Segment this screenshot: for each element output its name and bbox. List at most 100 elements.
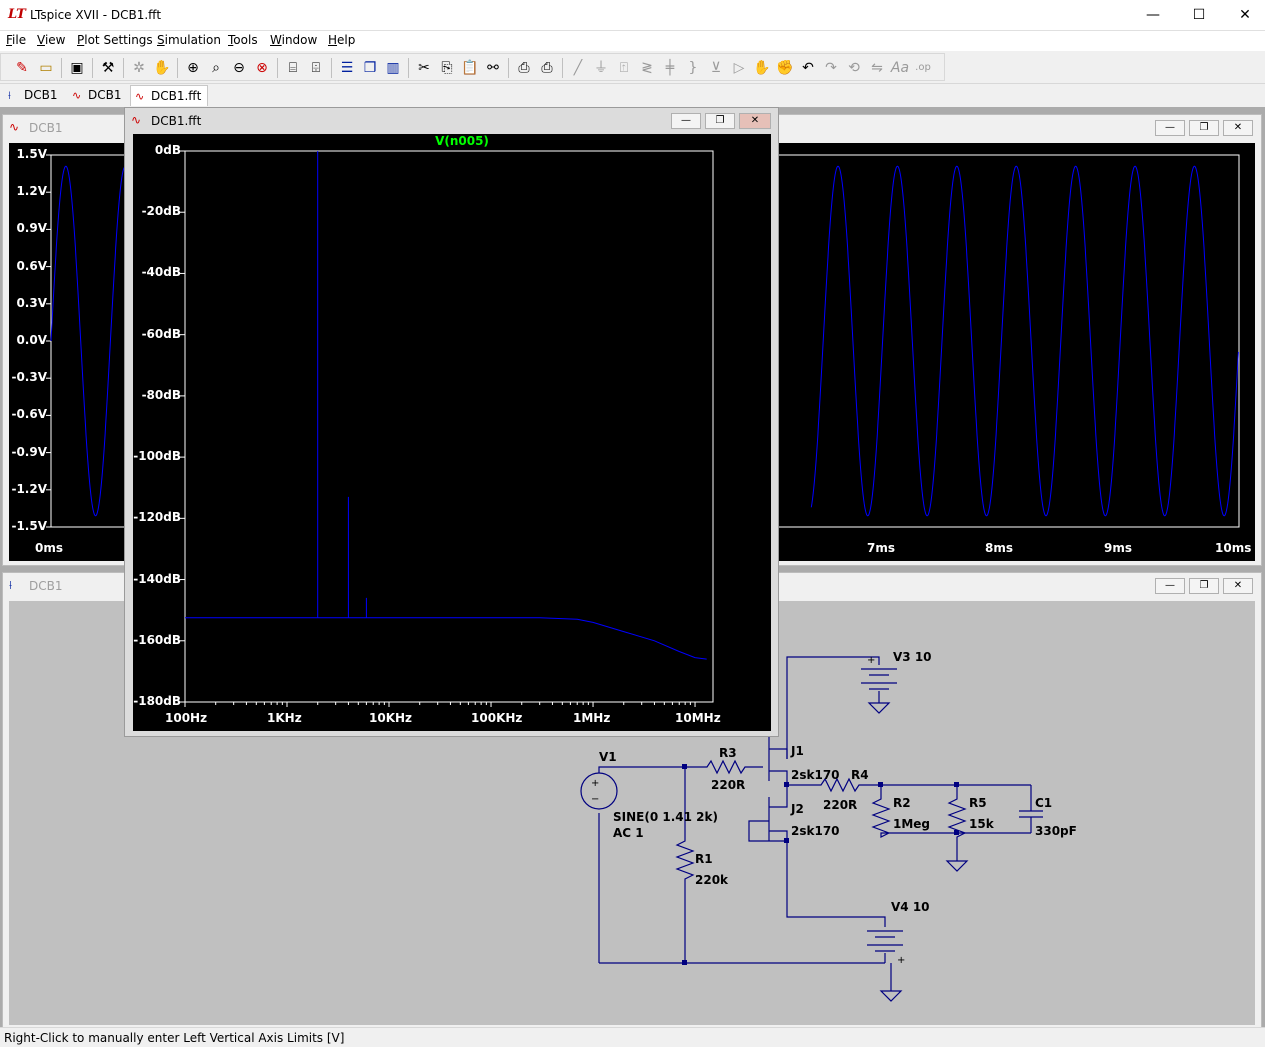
x-tick-8ms: 8ms [985, 541, 1013, 555]
window-caption[interactable]: ∿ DCB1.fft — ❐ ✕ [125, 108, 778, 134]
r4-value: 220R [823, 798, 857, 812]
cut-icon[interactable]: ✂ [418, 60, 430, 76]
schematic-icon: ⟊ [8, 89, 11, 102]
open-icon[interactable]: ▭ [39, 60, 53, 76]
fft-plot-window[interactable]: ∿ DCB1.fft — ❐ ✕ V(n005) 0dB-20dB-40dB-6… [124, 107, 779, 737]
zoom-area-icon[interactable]: ⌕ [212, 60, 220, 76]
y-tick-label: -1.2V [11, 481, 47, 496]
maximize-button[interactable]: ☐ [1192, 7, 1206, 23]
print-icon[interactable]: ⎙ [541, 60, 553, 76]
window-caption[interactable]: ∿ DCB1 — ❐ ✕ [3, 115, 1261, 141]
close-button[interactable]: ✕ [739, 113, 771, 129]
zoom-fit-icon[interactable]: ⊗ [256, 60, 268, 76]
minimize-button[interactable]: — [1155, 120, 1185, 136]
save-icon[interactable]: ▣ [70, 60, 84, 76]
minimize-button[interactable]: — [1155, 578, 1185, 594]
redo-icon[interactable]: ↷ [825, 60, 837, 76]
y-tick-label: 0.0V [16, 333, 47, 347]
capacitor-icon[interactable]: ╪ [665, 60, 675, 76]
restore-button[interactable]: ❐ [1189, 120, 1219, 136]
resistor-icon[interactable]: ≷ [641, 60, 653, 76]
component-icon[interactable]: ▷ [733, 60, 745, 76]
y-tick-label: -60dB [141, 326, 181, 341]
zoom-out-icon[interactable]: ⊖ [233, 60, 245, 76]
find-icon[interactable]: ⚯ [487, 60, 499, 76]
ground-icon[interactable]: ⏚ [594, 60, 608, 76]
minimize-button[interactable]: — [1146, 7, 1160, 23]
tab-bar: ⟊DCB1 ∿DCB1 ∿DCB1.fft [0, 83, 1265, 106]
menu-simulation[interactable]: Simulation [157, 33, 221, 47]
drag-icon[interactable]: ✊ [776, 60, 794, 76]
c1-label: C1 [1035, 796, 1052, 810]
waveform-icon: ∿ [72, 89, 82, 102]
restore-button[interactable]: ❐ [1189, 578, 1219, 594]
y-tick-label: -120dB [133, 510, 181, 525]
minimize-button[interactable]: — [671, 113, 701, 129]
wire-icon[interactable]: ╱ [573, 60, 583, 76]
halt-icon[interactable]: ✋ [153, 60, 171, 76]
waveform-icon: ∿ [135, 90, 145, 103]
inductor-icon[interactable]: } [688, 60, 698, 76]
print-setup-icon[interactable]: ⎙ [518, 60, 530, 76]
r4-label: R4 [851, 768, 869, 782]
menu-help[interactable]: Help [328, 33, 356, 47]
svg-text:+: + [867, 655, 875, 666]
tile-horizontal-icon[interactable]: ☰ [340, 60, 354, 76]
menu-window[interactable]: Window [270, 33, 318, 47]
spice-directive-icon[interactable]: .op [915, 62, 931, 73]
undo-icon[interactable]: ↶ [802, 60, 814, 76]
run-icon[interactable]: ✲ [133, 60, 145, 76]
fft-chart-svg [180, 150, 714, 707]
mirror-icon[interactable]: ⇋ [871, 60, 883, 76]
copy-icon[interactable]: ⎘ [441, 60, 453, 76]
waveform-icon: ∿ [131, 113, 142, 127]
menu-tools[interactable]: Tools [228, 33, 258, 47]
menu-view[interactable]: View [37, 33, 66, 47]
restore-button[interactable]: ❐ [705, 113, 735, 129]
tab-waveform[interactable]: ∿DCB1 [68, 85, 128, 106]
trace-name-label[interactable]: V(n005) [435, 134, 489, 148]
r5-resistor [947, 785, 967, 861]
new-schematic-icon[interactable]: ✎ [16, 60, 28, 76]
paste-icon[interactable]: 📋 [461, 60, 479, 76]
menu-file[interactable]: File [6, 33, 27, 47]
r5-label: R5 [969, 796, 987, 810]
fft-plot-area[interactable]: V(n005) 0dB-20dB-40dB-60dB-80dB-100dB-12… [133, 134, 771, 731]
close-button[interactable]: ✕ [1223, 578, 1253, 594]
y-tick-label: 0.9V [16, 221, 47, 236]
svg-text:−: − [591, 794, 599, 805]
r1-value: 220k [695, 873, 729, 887]
close-button[interactable]: ✕ [1239, 7, 1251, 23]
y-tick-label: 0.6V [16, 258, 47, 273]
autorange-icon[interactable]: ⌸ [288, 60, 298, 76]
r1-label: R1 [695, 852, 713, 866]
y-tick-label: -180dB [133, 694, 181, 708]
j1-label: J1 [790, 744, 804, 758]
status-bar: Right-Click to manually enter Left Verti… [0, 1027, 1265, 1047]
y-tick-label: -1.5V [11, 519, 47, 533]
menu-plot-settings[interactable]: Plot Settings [77, 33, 153, 47]
control-panel-icon[interactable]: ⚒ [101, 60, 115, 76]
diode-icon[interactable]: ⊻ [710, 60, 722, 76]
move-icon[interactable]: ✋ [753, 60, 771, 76]
r3-resistor [607, 759, 763, 775]
cascade-icon[interactable]: ❐ [363, 60, 377, 76]
label-net-icon[interactable]: ⍐ [619, 60, 629, 76]
window-caption[interactable]: ⟊ DCB1 — ❐ ✕ [3, 573, 1261, 599]
y-tick-label: -80dB [141, 387, 181, 402]
x-tick-7ms: 7ms [867, 541, 895, 555]
tab-schematic[interactable]: ⟊DCB1 [4, 85, 64, 106]
close-button[interactable]: ✕ [1223, 120, 1253, 136]
x-tick-label: 1KHz [267, 711, 302, 725]
j1-value: 2sk170 [791, 768, 840, 782]
v4-label: V4 10 [891, 900, 930, 914]
menu-bar: File View Plot Settings Simulation Tools… [0, 31, 1265, 51]
text-icon[interactable]: Aa [890, 60, 910, 76]
pick-visible-traces-icon[interactable]: ⌹ [311, 60, 321, 76]
c1-value: 330pF [1035, 824, 1077, 838]
tile-vertical-icon[interactable]: ▥ [386, 60, 400, 76]
zoom-in-icon[interactable]: ⊕ [187, 60, 199, 76]
r2-label: R2 [893, 796, 911, 810]
rotate-icon[interactable]: ⟲ [848, 60, 860, 76]
tab-fft[interactable]: ∿DCB1.fft [130, 85, 209, 106]
